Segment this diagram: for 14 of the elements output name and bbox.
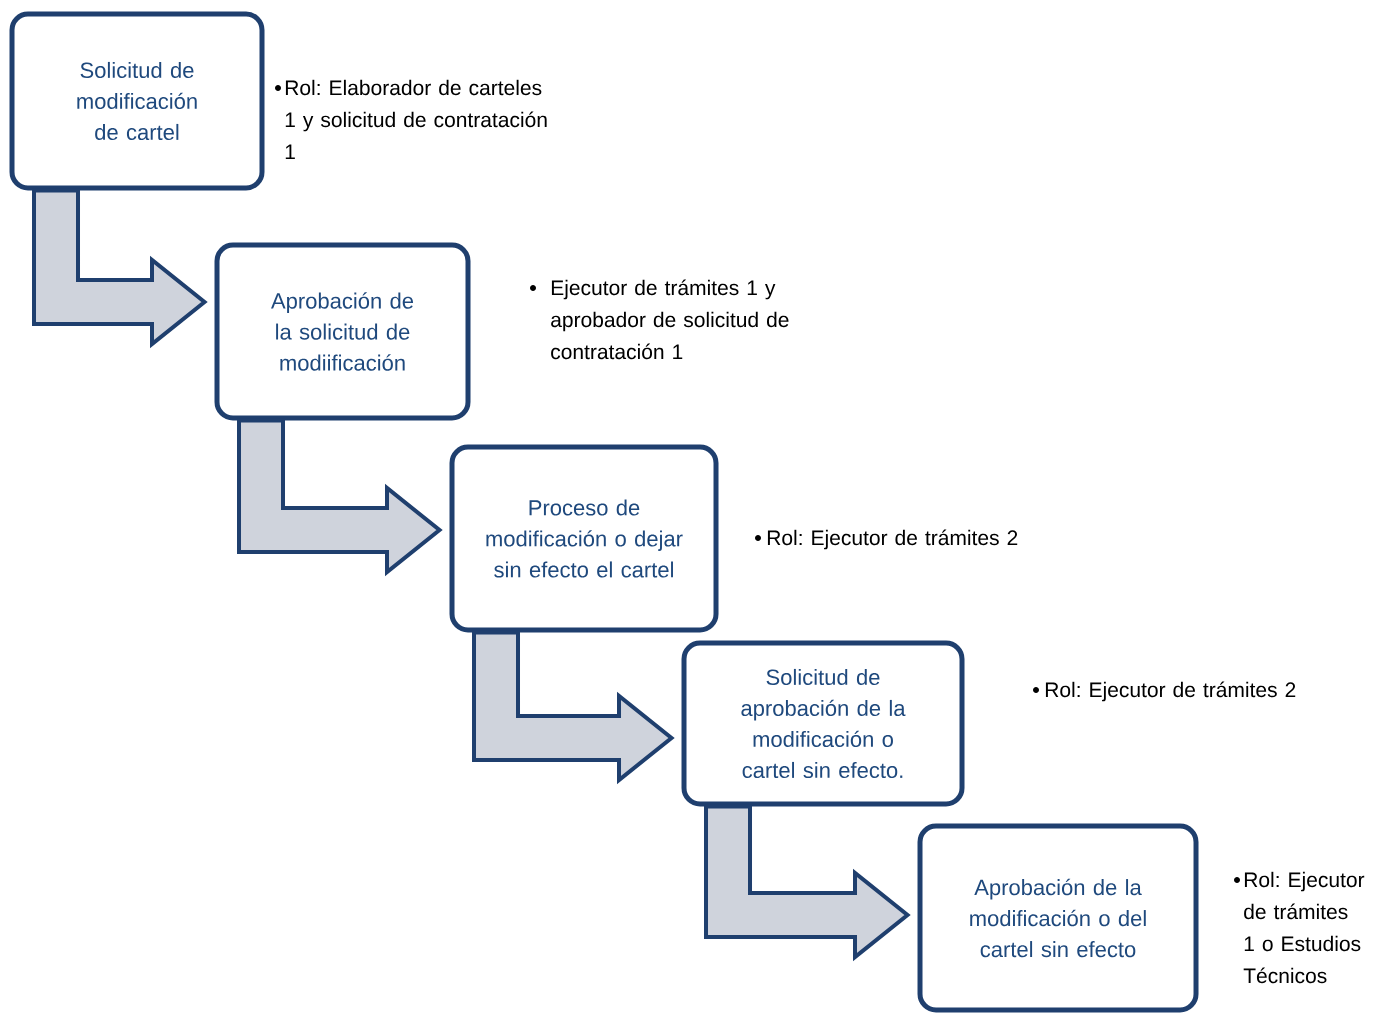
process-box: Aprobación de la modificación o del cartel sin efecto	[917, 823, 1199, 1013]
role-text: Rol: Ejecutor de trámites 2	[1045, 681, 1296, 702]
process-box: Proceso de modificación o dejar sin efecto el cartel	[449, 444, 719, 633]
role-text: Rol: Elaborador de carteles 1 y solicitud de contratación 1	[285, 79, 547, 159]
role-text: Rol: Ejecutor de trámites 1 o Estudios Técnicos	[1243, 871, 1365, 984]
bent-arrow	[704, 804, 911, 962]
role-text: Ejecutor de trámites 1 y aprobador de solicitud de contratación 1	[551, 279, 789, 360]
process-box: Solicitud de modificación de cartel	[9, 11, 265, 191]
process-box: Aprobación de la solicitud de modiificación	[214, 242, 471, 421]
bent-arrow	[32, 188, 208, 349]
role-text: Rol: Ejecutor de trámites 2	[767, 529, 1018, 550]
process-box: Solicitud de aprobación de la modificación o cartel sin efecto.	[681, 640, 965, 807]
bent-arrow	[472, 630, 675, 785]
bent-arrow	[237, 418, 443, 577]
